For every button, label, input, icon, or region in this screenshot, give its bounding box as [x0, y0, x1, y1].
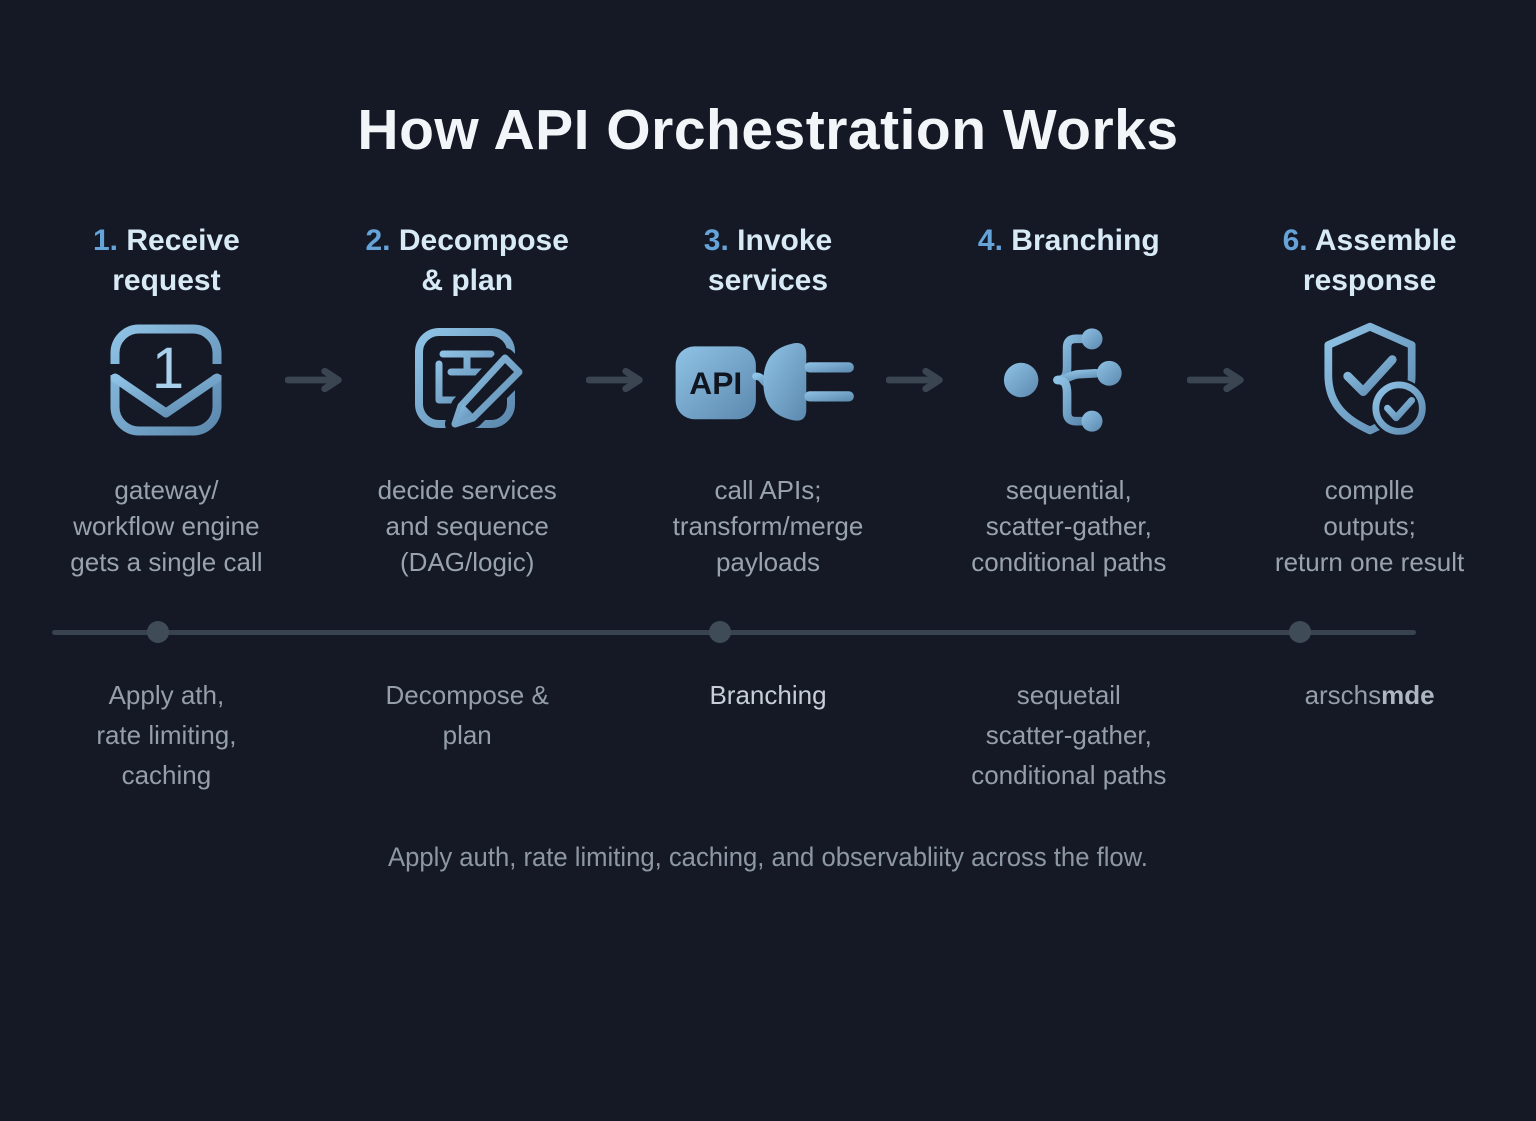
plan-edit-icon — [407, 309, 528, 451]
api-label: API — [689, 365, 742, 401]
badge-number: 1 — [152, 336, 184, 401]
step-assemble-response: 6. Assemble response complle outputs; re… — [1251, 221, 1488, 581]
timeline-label: arschsmde — [1251, 675, 1488, 796]
step-title: Invoke services — [707, 224, 833, 297]
flow-arrow-icon — [1187, 221, 1251, 581]
step-description: complle outputs; return one result — [1274, 475, 1465, 577]
step-header: 3. Invoke services — [704, 221, 832, 305]
step-description: sequential, scatter-gather, conditional … — [971, 475, 1167, 577]
step-number: 4. — [977, 224, 1003, 257]
step-description: call APIs; transform/merge payloads — [672, 475, 864, 577]
step-number: 3. — [703, 224, 729, 257]
api-plug-icon: API — [670, 309, 866, 451]
timeline-label: Apply ath, rate limiting, caching — [96, 679, 237, 791]
step-number: 2. — [365, 224, 391, 257]
branching-icon — [1002, 309, 1136, 451]
step-title: Decompose & plan — [398, 224, 569, 297]
timeline-dot — [1289, 620, 1312, 643]
step-number: 6. — [1282, 224, 1308, 257]
timeline-label-text: arschs — [1304, 679, 1382, 710]
step-header: 4. Branching — [978, 221, 1160, 305]
infographic: How API Orchestration Works 1. Receive r… — [0, 97, 1536, 1121]
flow-arrow-icon — [284, 221, 349, 581]
step-number: 1. — [92, 224, 119, 257]
step-description: gateway/ workflow engine gets a single c… — [70, 475, 263, 577]
page-title: How API Orchestration Works — [357, 98, 1179, 162]
flow-row: 1. Receive request 1 gateway/ workflow e… — [0, 221, 1536, 581]
flow-arrow-icon — [886, 221, 950, 581]
shield-check-icon — [1307, 309, 1433, 451]
step-invoke-services: 3. Invoke services API call APIs; transf… — [650, 221, 887, 581]
timeline-dot — [709, 620, 732, 643]
footer: Apply auth, rate limiting, caching, and … — [0, 842, 1536, 873]
flow-arrow-icon — [585, 221, 650, 581]
step-receive-request: 1. Receive request 1 gateway/ workflow e… — [48, 221, 285, 581]
step-header: 2. Decompose & plan — [365, 221, 568, 305]
step-branching: 4. Branching sequential, scatter-gather,… — [950, 221, 1187, 581]
footer-caption: Apply auth, rate limiting, caching, and … — [388, 841, 1148, 872]
step-description: decide services and sequence (DAG/logic) — [377, 475, 557, 577]
timeline-labels: Apply ath, rate limiting, caching Decomp… — [0, 675, 1536, 796]
step-title: Receive request — [112, 224, 240, 297]
step-decompose-plan: 2. Decompose & plan decide services and … — [349, 221, 586, 581]
timeline-label: Decompose & plan — [385, 679, 549, 750]
timeline-label-bold-text: mde — [1381, 679, 1435, 710]
step-header: 1. Receive request — [93, 221, 240, 305]
timeline-line — [52, 629, 1416, 635]
timeline — [52, 620, 1416, 643]
step-title: Assemble response — [1302, 224, 1457, 297]
step-header: 6. Assemble response — [1283, 221, 1457, 305]
inbox-request-icon: 1 — [106, 309, 226, 451]
timeline-label: sequetail scatter-gather, conditional pa… — [971, 679, 1167, 791]
timeline-label: Branching — [709, 679, 827, 710]
step-title: Branching — [1011, 224, 1160, 257]
timeline-dot — [147, 620, 170, 643]
